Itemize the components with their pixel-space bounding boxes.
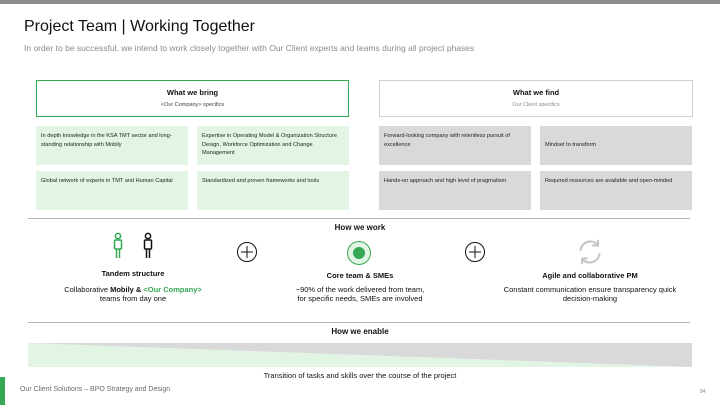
two-people-icon (113, 232, 153, 258)
page-subtitle: In order to be successful, we intend to … (24, 43, 475, 53)
footer-text: Our Client Solutions – BPO Strategy and … (20, 386, 171, 393)
find-card-resources: Required resources are available and ope… (540, 171, 692, 210)
bring-card-frameworks: Standardized and proven frameworks and t… (197, 171, 349, 210)
pillar-text-core-team: ~90% of the work delivered from team, fo… (260, 285, 460, 303)
how-we-enable-label: How we enable (331, 327, 389, 336)
top-bar (0, 0, 720, 4)
tandem-text-mobily: Mobily (110, 285, 134, 294)
tandem-text-line2: teams from day one (99, 294, 167, 303)
what-we-bring-header: What we bring <Our Company> specifics (36, 80, 349, 117)
what-we-find-subtitle: Our Client specifics (512, 102, 560, 108)
transition-caption: Transition of tasks and skills over the … (263, 371, 457, 380)
find-card-forward-looking: Forward-looking company with relentless … (379, 126, 531, 165)
bring-card-global-network: Global network of experts in TMT and Hum… (36, 171, 188, 210)
plus-circle-icon (237, 242, 257, 262)
pillar-text-tandem: Collaborative Mobily & <Our Company> tea… (40, 285, 226, 303)
core-team-circle-icon (347, 241, 371, 265)
transition-wedge-graphic (28, 343, 692, 367)
what-we-find-header: What we find Our Client specifics (379, 80, 693, 117)
what-we-bring-title: What we bring (166, 88, 219, 97)
how-we-work-label: How we work (334, 223, 386, 232)
tandem-text-prefix: Collaborative (64, 285, 111, 294)
pillar-text-agile: Constant communication ensure transparen… (478, 285, 702, 303)
core-text-line1: ~90% of the work delivered from team, (295, 285, 425, 294)
pillar-title-agile: Agile and collaborative PM (542, 271, 638, 280)
pillar-title-tandem: Tandem structure (101, 269, 165, 278)
footer-accent-bar (0, 377, 5, 405)
tandem-text-amp: & (133, 285, 144, 294)
plus-circle-icon (465, 242, 485, 262)
pillar-title-core-team: Core team & SMEs (326, 271, 394, 280)
what-we-bring-subtitle: <Our Company> specifics (160, 102, 225, 108)
divider-how-we-work (28, 218, 690, 219)
core-text-line2: for specific needs, SMEs are involved (297, 294, 423, 303)
bring-card-ksa-knowledge: In depth knowledge in the KSA TMT sector… (36, 126, 188, 165)
agile-text-line2: decision-making (562, 294, 618, 303)
divider-how-we-enable (28, 322, 690, 323)
tandem-text-our-company: <Our Company> (143, 285, 202, 294)
page-number: 84 (700, 389, 706, 395)
page-title: Project Team | Working Together (24, 18, 255, 35)
bring-card-expertise: Expertise in Operating Model & Organizat… (197, 126, 349, 165)
find-card-hands-on: Hands-on approach and high level of prag… (379, 171, 531, 210)
find-card-mindset: Mindset to transform (540, 126, 692, 165)
refresh-arrows-icon (579, 239, 601, 265)
what-we-find-title: What we find (512, 88, 560, 97)
agile-text-line1: Constant communication ensure transparen… (503, 285, 677, 294)
